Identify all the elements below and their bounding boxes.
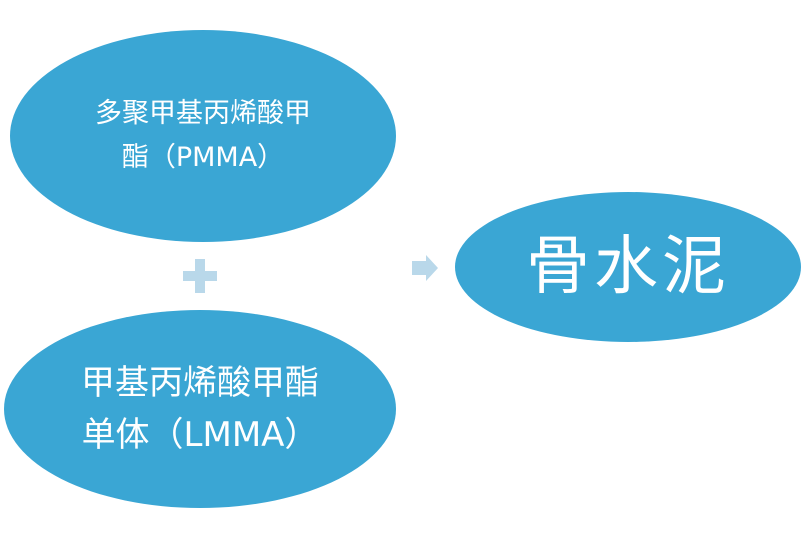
arrow-right-icon [412,255,438,281]
lmma-node-line-2: 单体（LMMA） [81,415,319,455]
lmma-node-label: 甲基丙烯酸甲酯 单体（LMMA） [60,357,340,461]
lmma-node-line-1: 甲基丙烯酸甲酯 [81,363,319,403]
bone-cement-node-label: 骨水泥 [526,230,730,304]
lmma-node: 甲基丙烯酸甲酯 单体（LMMA） [4,310,396,508]
pmma-node-label: 多聚甲基丙烯酸甲 酯（PMMA） [78,92,328,180]
pmma-node-line-1: 多聚甲基丙烯酸甲 [95,98,311,129]
pmma-node: 多聚甲基丙烯酸甲 酯（PMMA） [10,30,396,242]
bone-cement-node: 骨水泥 [455,192,801,342]
plus-icon [183,259,217,293]
arrow-right-icon-shape [412,255,438,281]
plus-icon-shape [183,259,217,293]
pmma-node-line-2: 酯（PMMA） [121,142,285,173]
